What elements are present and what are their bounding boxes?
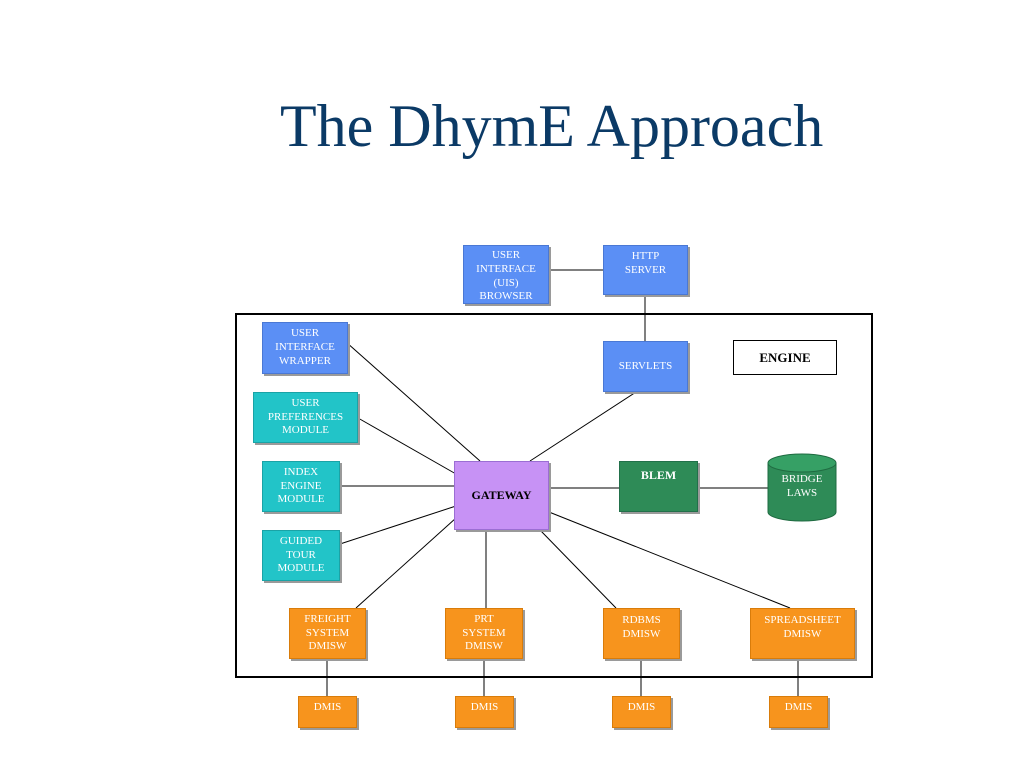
- dmis-node-1: DMIS: [298, 696, 357, 728]
- freight-system-dmisw-node: FREIGHT SYSTEM DMISW: [289, 608, 366, 659]
- engine-boundary: [235, 313, 873, 678]
- edge-servlets-gateway: [529, 391, 637, 462]
- edge-tour-gateway: [339, 505, 457, 545]
- edge-gateway-freight: [355, 517, 457, 609]
- user-interface-wrapper-node: USER INTERFACE WRAPPER: [262, 322, 348, 374]
- http-server-node: HTTP SERVER: [603, 245, 688, 295]
- dmis-node-2: DMIS: [455, 696, 514, 728]
- dmis-node-4: DMIS: [769, 696, 828, 728]
- servlets-node: SERVLETS: [603, 341, 688, 392]
- dmis-node-3: DMIS: [612, 696, 671, 728]
- prt-system-dmisw-node: PRT SYSTEM DMISW: [445, 608, 523, 659]
- edge-gateway-rdbms: [539, 529, 617, 609]
- engine-label: ENGINE: [733, 340, 837, 375]
- page-title: The DhymE Approach: [280, 93, 824, 159]
- edge-prefs-gateway: [357, 417, 457, 475]
- bridge-laws-cylinder-icon: [767, 453, 837, 522]
- blem-node: BLEM: [619, 461, 698, 512]
- edge-gateway-spreadsheet: [548, 511, 791, 609]
- user-interface-browser-node: USER INTERFACE (UIS) BROWSER: [463, 245, 549, 304]
- index-engine-module-node: INDEX ENGINE MODULE: [262, 461, 340, 512]
- spreadsheet-dmisw-node: SPREADSHEET DMISW: [750, 608, 855, 659]
- edge-wrapper-gateway: [345, 341, 481, 462]
- user-preferences-module-node: USER PREFERENCES MODULE: [253, 392, 358, 443]
- guided-tour-module-node: GUIDED TOUR MODULE: [262, 530, 340, 581]
- gateway-node: GATEWAY: [454, 461, 549, 530]
- rdbms-dmisw-node: RDBMS DMISW: [603, 608, 680, 659]
- bridge-laws-node: BRIDGE LAWS: [781, 473, 823, 499]
